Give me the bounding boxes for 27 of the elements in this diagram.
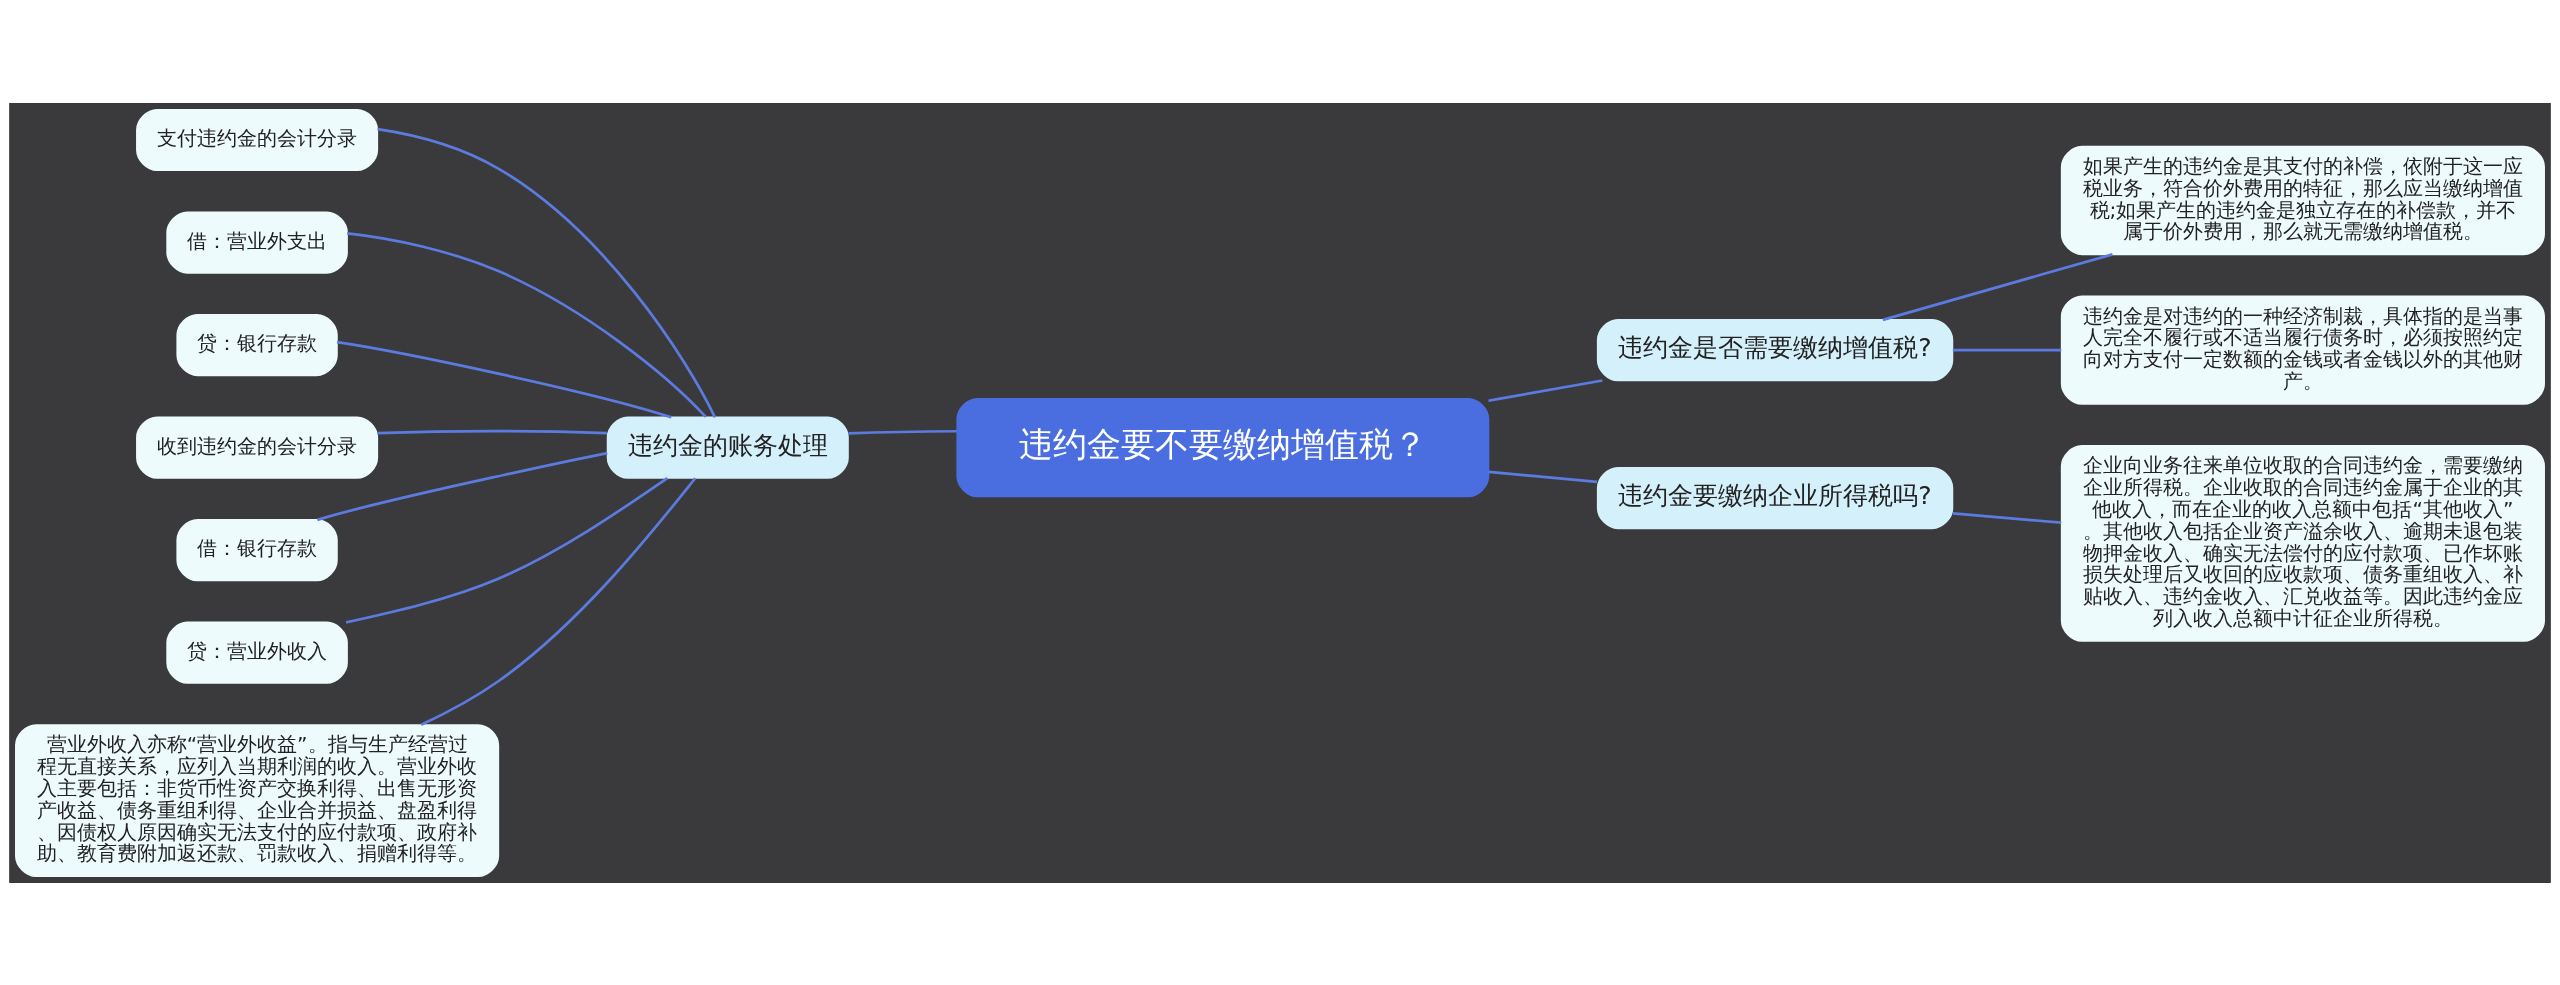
connector	[336, 340, 672, 419]
node-box: 借：营业外支出	[166, 210, 348, 274]
connector	[1952, 348, 2062, 351]
node-box: 违约金是否需要缴纳增值税?	[1596, 318, 1954, 381]
node-box: 如果产生的违约金是其支付的补偿，依附于这一应税业务，符合价外费用的特征，那么应当缴纳增值税;如果产生的违约金是独立存在的补偿款，并不属于价外费用，那么就无需缴纳增值税。	[2060, 145, 2545, 255]
connector	[377, 429, 607, 434]
node-box: 收到违约金的会计分录	[136, 416, 379, 479]
node-box: 贷：营业外收入	[166, 621, 348, 684]
connector	[316, 451, 608, 521]
connector	[1952, 511, 2062, 524]
connector	[377, 127, 717, 418]
connector	[848, 429, 957, 435]
connector	[345, 476, 669, 624]
connector	[420, 476, 697, 726]
node-box: 违约金的账务处理	[606, 416, 849, 479]
connector	[1882, 252, 2113, 321]
node-box: 违约金要缴纳企业所得税吗?	[1596, 466, 1954, 529]
node-box: 支付违约金的会计分录	[136, 108, 379, 171]
connector	[1488, 470, 1598, 483]
node-box: 企业向业务往来单位收取的合同违约金，需要缴纳企业所得税。企业收取的合同违约金属于企业的其他收入，而在企业的收入总额中包括“其他收入”。其他收入包括企业资产溢余收入、逾期未退包装物押金收入、确实无法偿付的应付款项、已作坏账损失处理后又收回的应收款项、债务重组收入、补贴收入、违约金收入、汇兑收益等。因此违约金应列入收入总额中计征企业所得税。	[2060, 444, 2545, 642]
node-box: 违约金是对违约的一种经济制裁，具体指的是当事人完全不履行或不适当履行债务时，必须按照约定向对方支付一定数额的金钱或者金钱以外的其他财产。	[2060, 295, 2545, 405]
connector	[1488, 378, 1603, 402]
node-box: 借：银行存款	[176, 518, 338, 581]
connector	[347, 231, 707, 418]
node-box: 贷：银行存款	[176, 313, 338, 376]
node-box: 营业外收入亦称“营业外收益”。指与生产经营过程无直接关系，应列入当期利润的收入。营业外收入主要包括：非货币性资产交换利得、出售无形资产收益、债务重组利得、企业合并损益、盘盈利得、因债权人原因确实无法支付的应付款项、政府补助、教育费附加返还款、罚款收入、捐赠利得等。	[15, 723, 500, 877]
node-box: 违约金要不要缴纳增值税？	[956, 397, 1490, 497]
